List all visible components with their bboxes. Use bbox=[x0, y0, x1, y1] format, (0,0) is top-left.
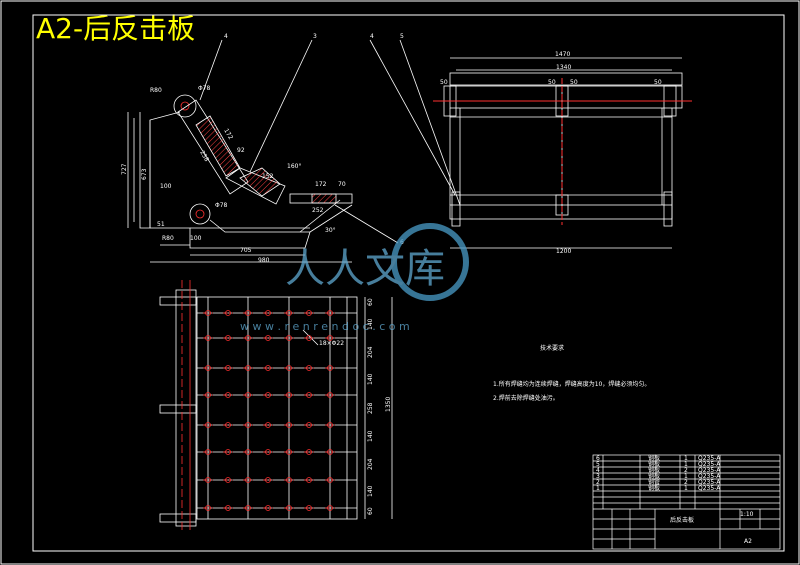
hole-callout: 18×Φ22 bbox=[319, 340, 344, 347]
dim-1470: 1470 bbox=[555, 51, 570, 58]
balloon-1: 4 bbox=[224, 33, 228, 40]
plate-dimensions: 18×Φ22 60 140 204 140 258 140 204 140 60… bbox=[319, 298, 392, 515]
pitch-6: 140 bbox=[367, 430, 374, 442]
technical-notes: 技术要求 1.所有焊缝均为连续焊缝，焊缝高度为10，焊缝必须均匀。 2.焊前去除… bbox=[493, 344, 650, 402]
dim-258: 258 bbox=[198, 150, 210, 164]
dim-50c: 50 bbox=[570, 79, 578, 86]
dim-152: 152 bbox=[262, 173, 274, 180]
parts-row-no: 4 bbox=[596, 467, 600, 474]
parts-row-qty: 1 bbox=[684, 473, 688, 480]
dim-1340: 1340 bbox=[556, 64, 571, 71]
dim-727: 727 bbox=[121, 163, 128, 175]
dim-172a: 172 bbox=[222, 128, 234, 142]
title-block-text: 后反击板 A2 1:10 bbox=[670, 511, 754, 545]
dim-92: 92 bbox=[237, 147, 245, 154]
parts-row-no: 3 bbox=[596, 473, 600, 480]
dim-673: 673 bbox=[141, 168, 148, 180]
parts-row-qty: 1 bbox=[684, 455, 688, 462]
scale: 1:10 bbox=[740, 511, 754, 518]
pitch-8: 140 bbox=[367, 485, 374, 497]
watermark-url: w w w . r e n r e n d o c . c o m bbox=[240, 320, 410, 333]
pitch-4: 140 bbox=[367, 373, 374, 385]
parts-row-name: 钢板 bbox=[648, 460, 660, 468]
pitch-2: 140 bbox=[367, 318, 374, 330]
notes-line-2: 2.焊前去除焊缝处油污。 bbox=[493, 394, 559, 402]
parts-row-qty: 1 bbox=[684, 485, 688, 492]
dim-30deg: 30° bbox=[325, 227, 336, 234]
balloon-3: 4 bbox=[370, 33, 374, 40]
parts-row-mat: Q235-A bbox=[698, 461, 721, 468]
parts-row-no: 5 bbox=[596, 461, 600, 468]
parts-row-name: 钢板 bbox=[648, 472, 660, 480]
pitch-7: 204 bbox=[367, 458, 374, 470]
dim-172b: 172 bbox=[315, 181, 327, 188]
frame-border bbox=[32, 14, 785, 552]
parts-row-mat: Q235-A bbox=[698, 467, 721, 474]
part-name: 后反击板 bbox=[670, 516, 694, 524]
parts-row-mat: Q235-A bbox=[698, 485, 721, 492]
parts-row-qty: 1 bbox=[684, 461, 688, 468]
drawing-title: A2-后反击板 bbox=[36, 12, 196, 45]
parts-row-mat: Q235-A bbox=[698, 479, 721, 486]
pitch-3: 204 bbox=[367, 346, 374, 358]
parts-row-no: 2 bbox=[596, 479, 600, 486]
parts-row-no: 6 bbox=[596, 455, 600, 462]
balloon-2: 3 bbox=[313, 33, 317, 40]
title-block bbox=[592, 454, 781, 550]
dim-phi78-bottom: Φ78 bbox=[215, 202, 228, 209]
balloon-labels: 4 3 4 5 6 bbox=[224, 33, 404, 246]
parts-row-qty: 2 bbox=[684, 479, 688, 486]
top-view bbox=[443, 57, 683, 249]
parts-row-name: 钢板 bbox=[648, 466, 660, 474]
parts-row-mat: Q235-A bbox=[698, 473, 721, 480]
top-view-centerlines bbox=[433, 78, 692, 225]
dim-phi78-top: Φ78 bbox=[198, 85, 211, 92]
watermark-text: 人人文库 bbox=[285, 246, 445, 292]
sheet-size: A2 bbox=[744, 538, 752, 545]
parts-row-name: 钢板 bbox=[648, 454, 660, 462]
dim-r80-bottom: R80 bbox=[162, 235, 174, 242]
dim-70: 70 bbox=[338, 181, 346, 188]
parts-row-name: 钢板 bbox=[648, 484, 660, 492]
side-view-dimensions: R80 Φ78 727 673 172 258 92 152 100 51 R8… bbox=[121, 85, 346, 264]
parts-row-qty: 2 bbox=[684, 467, 688, 474]
notes-line-1: 1.所有焊缝均为连续焊缝，焊缝高度为10，焊缝必须均匀。 bbox=[493, 380, 650, 388]
dim-252: 252 bbox=[312, 207, 324, 214]
dim-50a: 50 bbox=[440, 79, 448, 86]
dim-705: 705 bbox=[240, 247, 252, 254]
dim-r80-top: R80 bbox=[150, 87, 162, 94]
dim-100b: 100 bbox=[190, 235, 202, 242]
balloon-4: 5 bbox=[400, 33, 404, 40]
watermark: 人人文库 w w w . r e n r e n d o c . c o m bbox=[240, 223, 469, 333]
dim-50b: 50 bbox=[548, 79, 556, 86]
side-view bbox=[127, 39, 461, 263]
dim-1200: 1200 bbox=[556, 248, 571, 255]
notes-heading: 技术要求 bbox=[540, 344, 564, 352]
parts-row-no: 1 bbox=[596, 485, 600, 492]
dim-160deg: 160° bbox=[287, 163, 301, 170]
dim-100a: 100 bbox=[160, 183, 172, 190]
dim-1350: 1350 bbox=[385, 397, 392, 412]
pitch-9: 60 bbox=[367, 507, 374, 515]
watermark-logo bbox=[391, 223, 469, 301]
hole-pattern bbox=[203, 310, 335, 511]
pitch-5: 258 bbox=[367, 402, 374, 414]
dim-980: 980 bbox=[258, 257, 270, 264]
pitch-1: 60 bbox=[367, 298, 374, 306]
dim-50d: 50 bbox=[654, 79, 662, 86]
top-view-dimensions: 1470 1340 50 50 50 50 1200 bbox=[440, 51, 662, 255]
dim-51: 51 bbox=[157, 221, 165, 228]
parts-row-name: 钢管 bbox=[648, 478, 660, 486]
plate-red-lines bbox=[181, 280, 191, 530]
parts-row-mat: Q235-A bbox=[698, 455, 721, 462]
